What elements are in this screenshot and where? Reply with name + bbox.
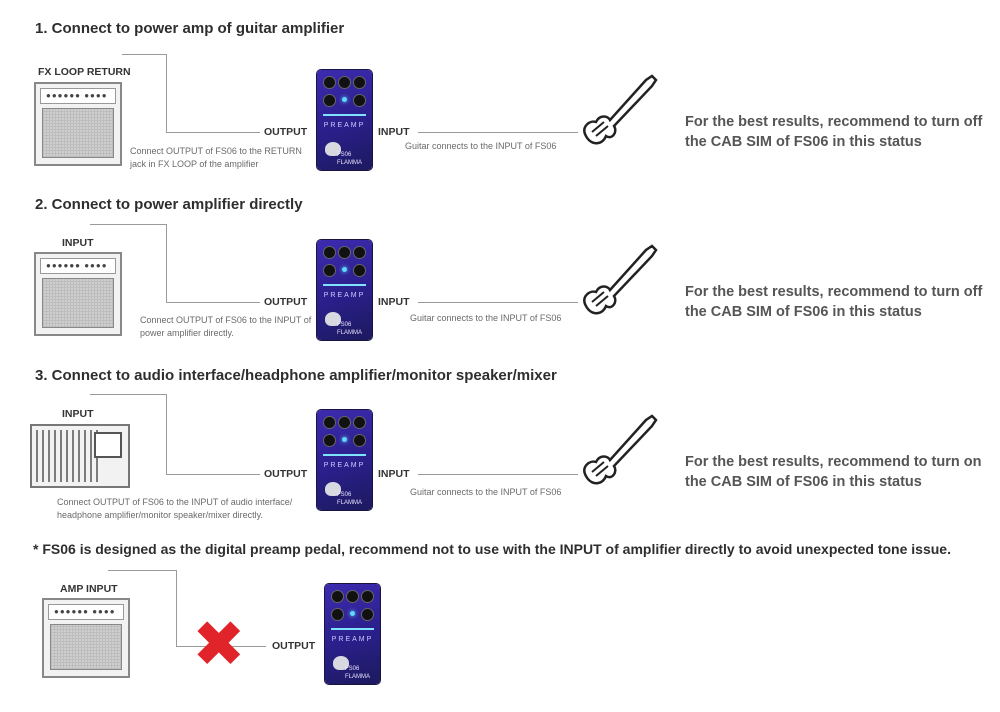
section-1-title: 1. Connect to power amp of guitar amplif…: [35, 20, 345, 37]
section-1-output-label: OUTPUT: [264, 126, 308, 138]
section-3-mixer: [30, 424, 130, 488]
section-2-output-caption: Connect OUTPUT of FS06 to the INPUT of p…: [140, 315, 312, 338]
section-3-recommendation-line1: For the best results, recommend to turn …: [685, 454, 982, 470]
section-2-amp-label: INPUT: [62, 237, 94, 249]
section-2-input-caption: Guitar connects to the INPUT of FS06: [410, 313, 562, 323]
pedal-model: FS06: [337, 492, 352, 498]
section-2-wire-vertical: [166, 224, 167, 302]
section-3-wire-output: [166, 474, 260, 475]
section-1-recommendation-line1: For the best results, recommend to turn …: [685, 114, 983, 130]
section-2-output-label: OUTPUT: [264, 296, 308, 308]
warning-amp-label: AMP INPUT: [60, 583, 118, 595]
pedal-logo: PREAMP: [323, 292, 366, 299]
pedal-logo: PREAMP: [331, 636, 374, 643]
cross-icon: ✖: [192, 608, 246, 680]
section-3-wire: [90, 394, 166, 395]
section-2-input-label: INPUT: [378, 296, 410, 308]
section-1-fs06-pedal: PREAMP FS06 FLAMMA: [317, 70, 372, 170]
pedal-model: FS06: [345, 666, 360, 672]
section-3-wire-vertical: [166, 394, 167, 474]
section-3-title: 3. Connect to audio interface/headphone …: [35, 367, 557, 384]
section-3-recommendation-line2: the CAB SIM of FS06 in this status: [685, 474, 922, 490]
section-3-fs06-pedal: PREAMP FS06 FLAMMA: [317, 410, 372, 510]
section-3-input-caption: Guitar connects to the INPUT of FS06: [410, 487, 562, 497]
section-2-fs06-pedal: PREAMP FS06 FLAMMA: [317, 240, 372, 340]
section-3-output-label: OUTPUT: [264, 468, 308, 480]
skull-icon: [325, 482, 341, 496]
skull-icon: [333, 656, 349, 670]
section-2-wire-input: [418, 302, 578, 303]
section-3-output-caption: Connect OUTPUT of FS06 to the INPUT of a…: [57, 497, 293, 520]
section-3-wire-input: [418, 474, 578, 475]
section-1-wire-output: [166, 132, 260, 133]
section-1-amp-label: FX LOOP RETURN: [38, 66, 131, 78]
pedal-brand: FLAMMA: [337, 160, 363, 166]
warning-output-label: OUTPUT: [272, 640, 316, 652]
pedal-brand: FLAMMA: [337, 500, 363, 506]
pedal-model: FS06: [337, 152, 352, 158]
section-3-device-label: INPUT: [62, 408, 94, 420]
pedal-logo: PREAMP: [323, 462, 366, 469]
warning-wire: [108, 570, 176, 571]
skull-icon: [325, 312, 341, 326]
pedal-logo: PREAMP: [323, 122, 366, 129]
section-2-recommendation-line2: the CAB SIM of FS06 in this status: [685, 304, 922, 320]
section-1-input-label: INPUT: [378, 126, 410, 138]
warning-amplifier: ●●●●●● ●●●●: [42, 598, 130, 678]
section-1-wire: [122, 54, 166, 55]
section-1-output-caption: Connect OUTPUT of FS06 to the RETURN jac…: [130, 146, 302, 169]
guitar-icon: [583, 74, 658, 145]
section-1-input-caption: Guitar connects to the INPUT of FS06: [405, 141, 557, 151]
section-2-wire-output: [166, 302, 260, 303]
pedal-brand: FLAMMA: [337, 330, 363, 336]
section-2-recommendation-line1: For the best results, recommend to turn …: [685, 284, 983, 300]
warning-note: * FS06 is designed as the digital preamp…: [33, 541, 951, 557]
section-1-recommendation-line2: the CAB SIM of FS06 in this status: [685, 134, 922, 150]
section-1-wire-vertical: [166, 54, 167, 132]
skull-icon: [325, 142, 341, 156]
section-1-guitar-amplifier: ●●●●●● ●●●●: [34, 82, 122, 166]
warning-fs06-pedal: PREAMP FS06 FLAMMA: [325, 584, 380, 684]
section-2-power-amplifier: ●●●●●● ●●●●: [34, 252, 122, 336]
section-1-wire-input: [418, 132, 578, 133]
warning-wire-output: [176, 646, 266, 647]
pedal-model: FS06: [337, 322, 352, 328]
guitar-icon: [583, 244, 658, 315]
warning-wire-vertical: [176, 570, 177, 646]
pedal-brand: FLAMMA: [345, 674, 371, 680]
section-2-title: 2. Connect to power amplifier directly: [35, 196, 303, 213]
section-3-input-label: INPUT: [378, 468, 410, 480]
section-2-wire: [90, 224, 166, 225]
guitar-icon: [583, 414, 658, 485]
